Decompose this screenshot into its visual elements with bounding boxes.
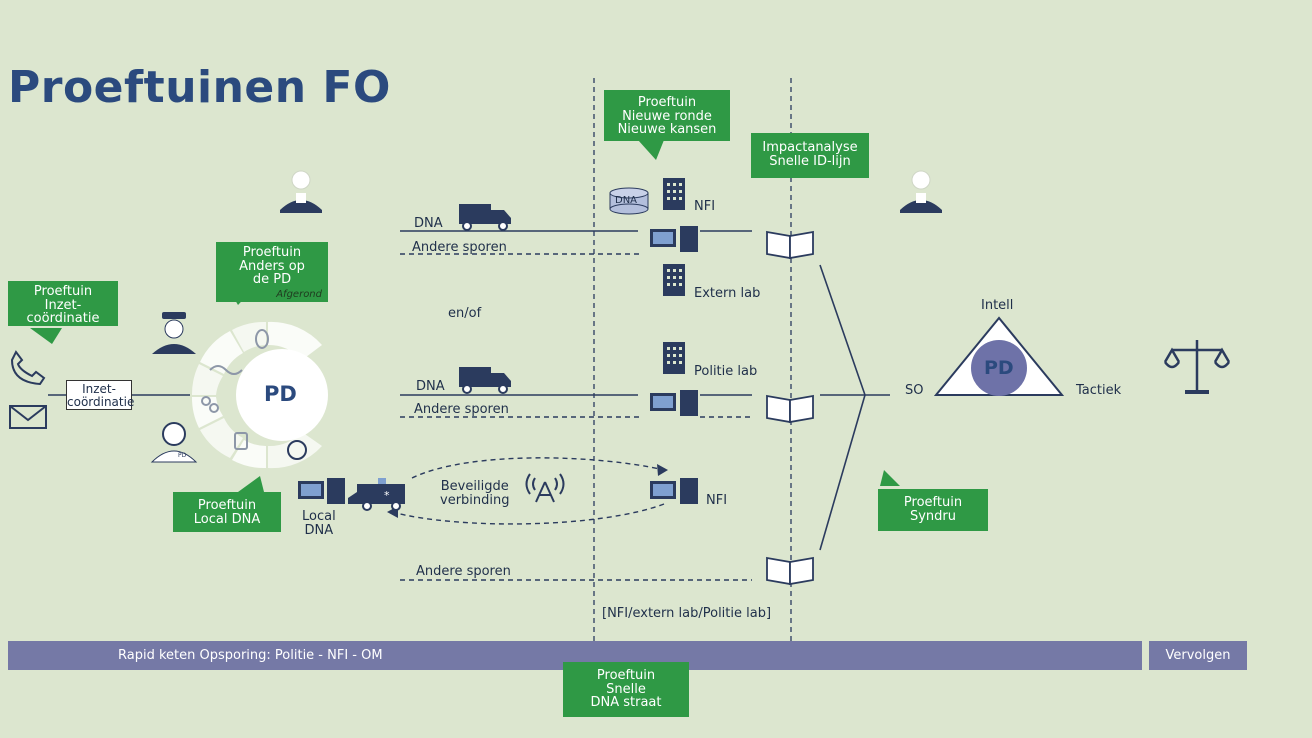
label-line: DNA <box>304 523 334 538</box>
proeftuin-nieuwe-ronde-box[interactable]: Proeftuin Nieuwe ronde Nieuwe kansen <box>604 90 730 141</box>
phone-icon <box>10 350 46 386</box>
triangle-pd-label: PD <box>984 357 1014 379</box>
page-title: Proeftuinen FO <box>8 62 391 113</box>
svg-text:*: * <box>384 489 390 502</box>
inzet-coordinatie-box: Inzet- coördinatie <box>66 380 135 410</box>
book-icon <box>766 230 814 260</box>
forensic-person-icon: PD <box>150 422 198 463</box>
computer-icon <box>298 478 345 504</box>
building-icon <box>663 264 685 296</box>
andere-sporen-label: Andere sporen <box>412 240 507 255</box>
proeftuin-syndru-box[interactable]: Proeftuin Syndru <box>878 489 988 531</box>
label-line: verbinding <box>440 493 510 508</box>
book-icon <box>766 556 814 586</box>
police-officer-icon <box>152 312 196 354</box>
box-line: Proeftuin <box>242 245 302 260</box>
nfi-label: NFI <box>694 199 716 214</box>
truck-icon <box>459 367 511 394</box>
tactiek-label: Tactiek <box>1076 383 1122 398</box>
person-icon <box>900 170 942 213</box>
andere-sporen-label: Andere sporen <box>416 564 511 579</box>
box-line: Snelle ID-lijn <box>769 153 851 169</box>
building-icon <box>663 342 685 374</box>
proeftuin-local-dna-box[interactable]: Proeftuin Local DNA <box>173 492 281 532</box>
beveiligde-verbinding-label: Beveiligde verbinding <box>440 480 510 508</box>
database-icon <box>609 187 649 215</box>
proeftuin-snelle-dna-box[interactable]: Proeftuin Snelle DNA straat <box>563 662 689 717</box>
en-of-label: en/of <box>448 306 482 321</box>
scales-icon <box>1163 340 1231 394</box>
mail-icon <box>9 405 47 429</box>
box-line: coördinatie <box>67 395 135 409</box>
dna-label: DNA <box>416 379 445 394</box>
box-line: Proeftuin <box>197 498 257 513</box>
computer-icon <box>650 226 698 252</box>
box-line: Syndru <box>909 508 957 524</box>
box-line: Nieuwe ronde <box>622 108 712 124</box>
local-dna-label: Local DNA <box>302 510 336 538</box>
box-line: Proeftuin <box>596 668 656 683</box>
computer-icon <box>650 390 698 416</box>
box-line: coördinatie <box>26 311 100 326</box>
politie-lab-label: Politie lab <box>694 364 758 379</box>
box-line: de PD <box>252 272 292 287</box>
box-line: Inzet- <box>82 382 116 396</box>
box-line: Proeftuin <box>903 495 963 510</box>
impactanalyse-box[interactable]: Impactanalyse Snelle ID-lijn <box>751 133 869 178</box>
svg-text:PD: PD <box>178 452 187 459</box>
box-line: Proeftuin <box>637 95 697 110</box>
building-icon <box>663 178 685 210</box>
nfi-label: NFI <box>706 493 728 508</box>
flow-lines <box>48 230 890 551</box>
box-line: Inzet- <box>44 297 82 313</box>
box-line: Snelle <box>606 681 646 697</box>
vervolgen-button[interactable]: Vervolgen <box>1149 641 1247 670</box>
label-line: Beveiligde <box>440 479 509 494</box>
box-line: Nieuwe kansen <box>617 122 717 137</box>
so-label: SO <box>905 383 924 398</box>
truck-icon <box>459 204 511 231</box>
box-note: Afgerond <box>276 288 322 300</box>
box-line: Impactanalyse <box>762 140 858 155</box>
computer-icon <box>650 478 698 504</box>
antenna-icon <box>525 473 565 503</box>
proeftuin-anders-box[interactable]: Proeftuin Anders op de PD Afgerond <box>216 242 328 302</box>
brackets-label: [NFI/extern lab/Politie lab] <box>602 606 772 621</box>
box-line: Proeftuin <box>33 284 93 299</box>
andere-sporen-label: Andere sporen <box>414 402 509 417</box>
intell-label: Intell <box>981 298 1014 313</box>
box-line: Anders op <box>239 258 305 274</box>
box-line: DNA straat <box>590 695 662 710</box>
proeftuin-inzet-box[interactable]: Proeftuin Inzet- coördinatie <box>8 281 118 326</box>
dna-label: DNA <box>414 216 443 231</box>
pd-triangle <box>933 316 1065 396</box>
book-icon <box>766 394 814 424</box>
extern-lab-label: Extern lab <box>694 286 761 301</box>
pd-circle-label: PD <box>264 382 297 406</box>
ambulance-icon: * <box>348 478 405 511</box>
dna-database-label: DNA <box>615 195 638 206</box>
box-line: Local DNA <box>193 511 261 527</box>
person-icon <box>280 170 322 213</box>
label-line: Local <box>302 509 336 524</box>
pd-wheel <box>191 321 328 469</box>
